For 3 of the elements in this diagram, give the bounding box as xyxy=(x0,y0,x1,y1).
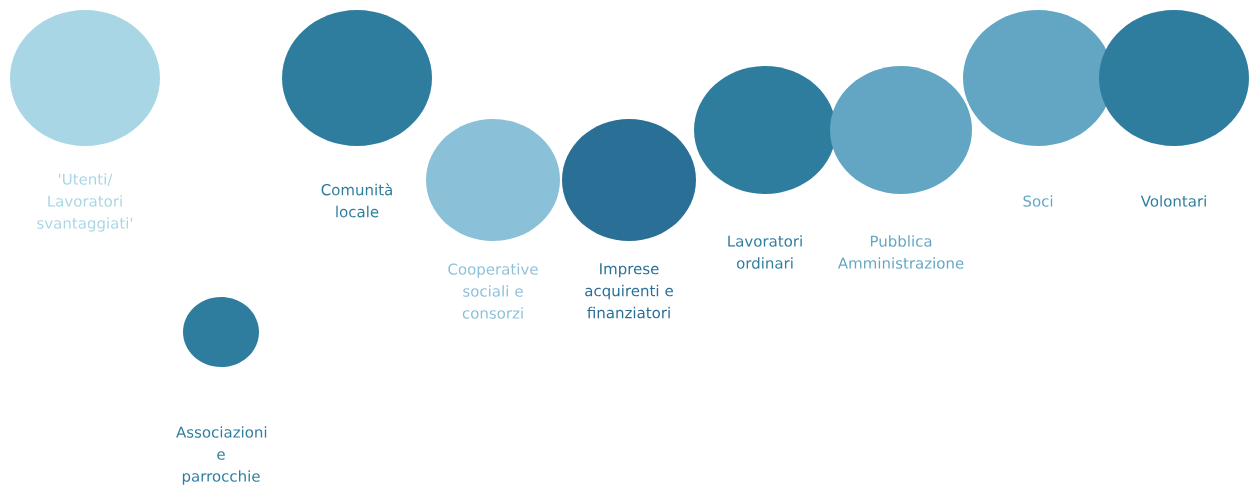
circle-with-label: Associazioni e parrocchie xyxy=(176,297,267,485)
circle-with-label: Imprese acquirenti e finanziatori xyxy=(562,119,696,319)
circle-with-label: 'Utenti/ Lavoratori svantaggiati' xyxy=(10,10,160,232)
